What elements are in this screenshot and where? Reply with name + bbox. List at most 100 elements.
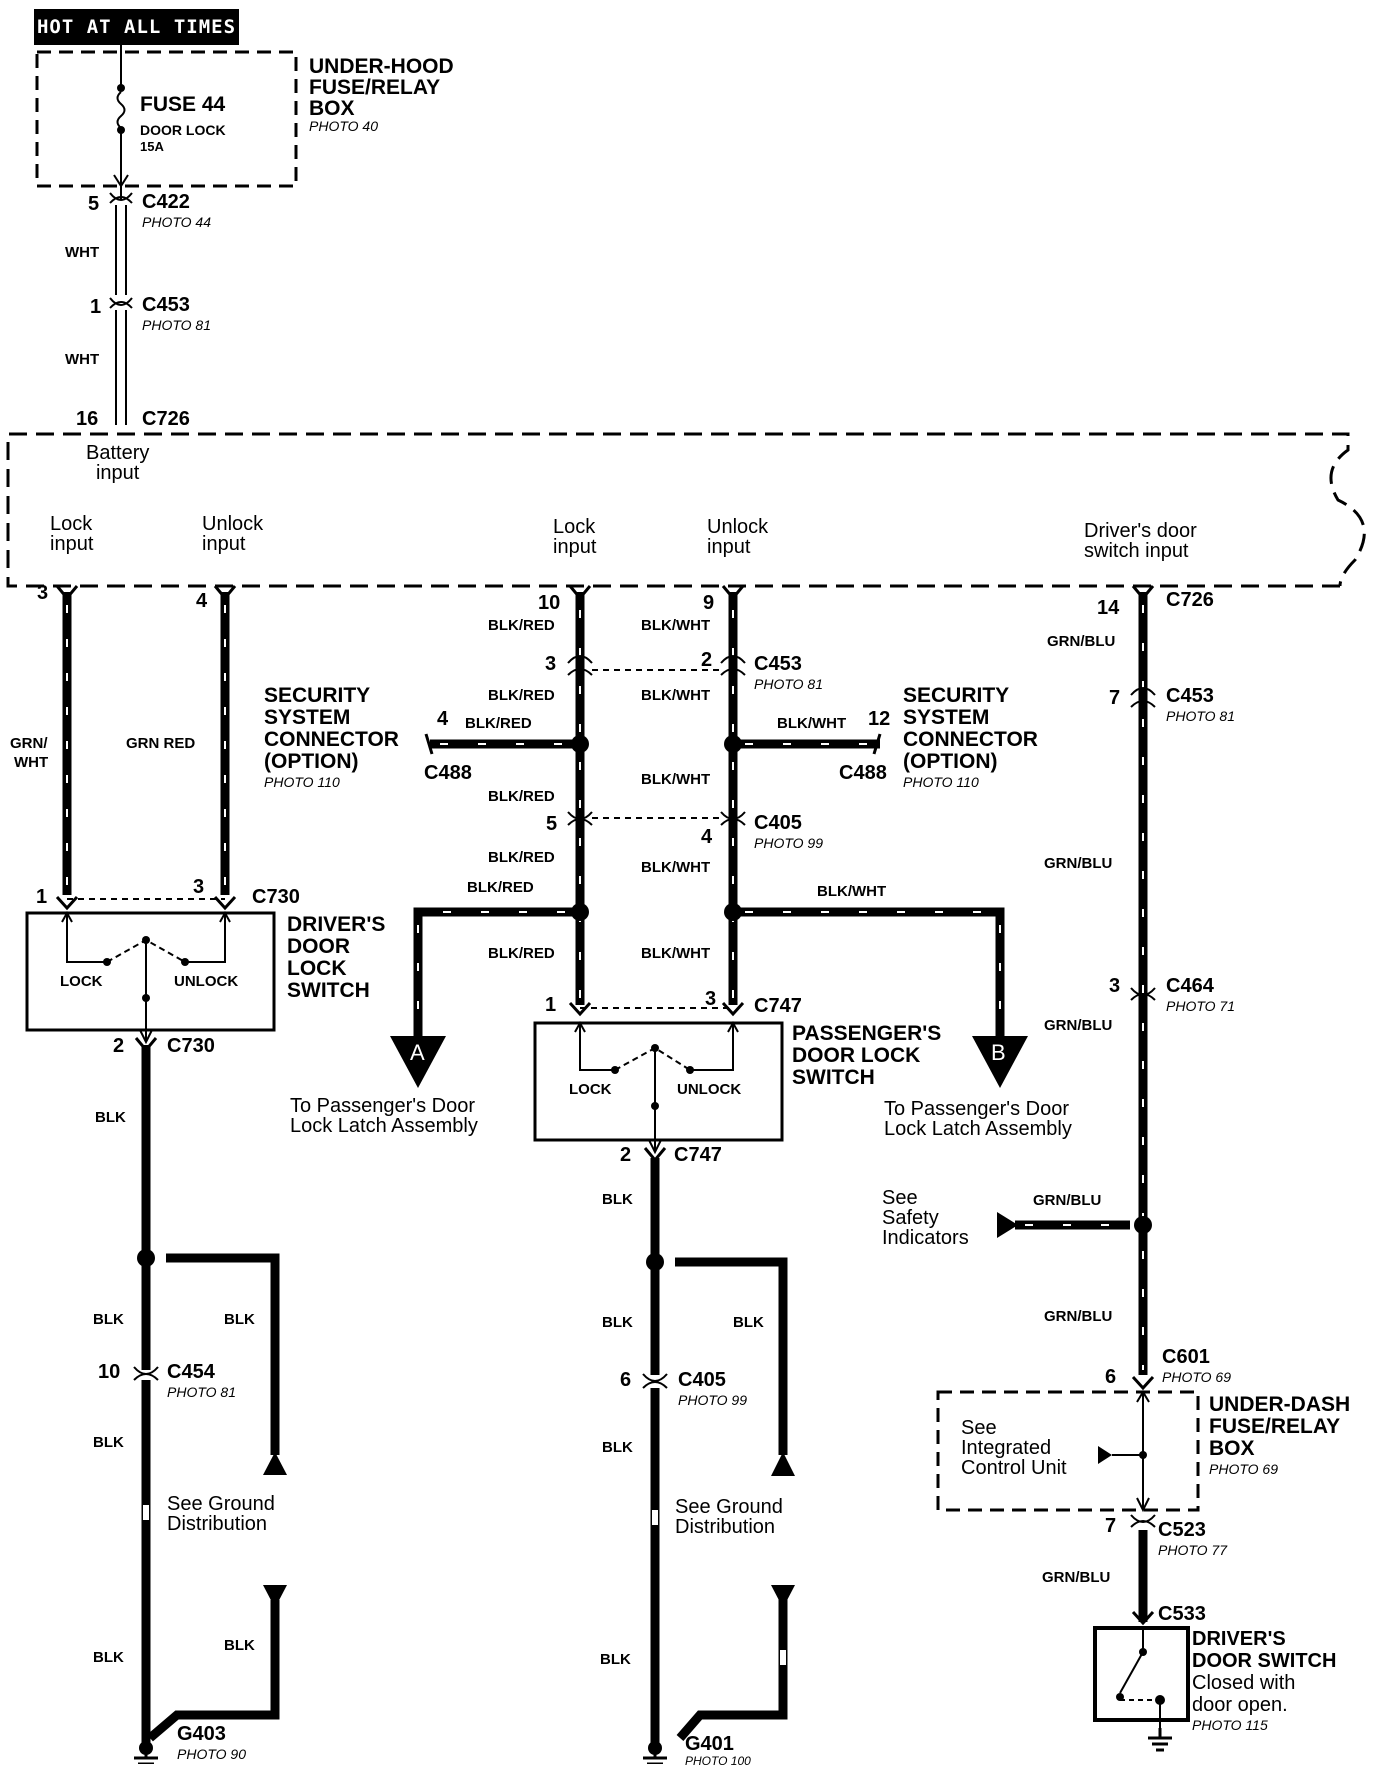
connector-c405	[567, 811, 746, 826]
wire-color-label: BLK/RED	[488, 687, 555, 704]
pin-label: 5	[88, 193, 100, 215]
connector-c405b	[642, 1373, 668, 1389]
photo-ref: PHOTO 99	[754, 835, 823, 851]
wire-color-label: WHT	[65, 244, 100, 261]
ground-arrow-down	[263, 1585, 287, 1608]
pin-label: 2	[701, 649, 713, 671]
connector-label: C730	[167, 1035, 215, 1057]
wire-color-label: BLK	[93, 1434, 124, 1451]
wire-color-label: BLK/WHT	[641, 771, 711, 788]
pin-label: 10	[538, 592, 561, 614]
pin-label: 7	[1109, 687, 1121, 709]
wire-color-label: GRN/BLU	[1044, 1308, 1113, 1325]
pin-label: 6	[620, 1369, 632, 1391]
wire-color-label: BLK	[602, 1191, 633, 1208]
connector-label: C453	[1166, 685, 1214, 707]
pin-label: 3	[193, 876, 205, 898]
pin-label: 16	[76, 408, 99, 430]
pin-label: 4	[701, 826, 713, 848]
wire-color-label: BLK/RED	[488, 617, 555, 634]
wire-color-label: GRN/BLU	[1042, 1569, 1111, 1586]
wire-color-label: BLK	[602, 1439, 633, 1456]
wire-color-label: BLK/WHT	[641, 687, 711, 704]
pin-label: 9	[703, 592, 715, 614]
safety-arrow	[997, 1212, 1018, 1238]
photo-ref: PHOTO 81	[754, 676, 823, 692]
ground-label-g401: G401	[685, 1733, 734, 1755]
connector-c453-top	[109, 297, 133, 309]
wire-color-label: GRN/WHT	[10, 735, 49, 771]
wire-color-label: BLK/RED	[488, 945, 555, 962]
wire-blk-passenger-branch	[675, 1257, 788, 1455]
driver-door-lock-switch-box	[25, 911, 276, 1032]
wire-color-label: BLK/RED	[488, 788, 555, 805]
photo-ref: PHOTO 81	[142, 317, 211, 333]
wire-to-b	[733, 907, 1005, 1040]
pin-label: 3	[545, 653, 557, 675]
connector-c464	[1130, 987, 1156, 1001]
lock-position-label: LOCK	[569, 1081, 612, 1098]
wire-color-label: WHT	[65, 351, 100, 368]
pin-label: 4	[437, 708, 449, 730]
connector-label: C726	[142, 408, 190, 430]
connector-label: C488	[424, 762, 472, 784]
wire-color-label: BLK/RED	[488, 849, 555, 866]
wire-color-label: BLK/RED	[467, 879, 534, 896]
wire-color-label: GRN/BLU	[1047, 633, 1116, 650]
wire-color-label: GRN/BLU	[1044, 855, 1113, 872]
pin-label: 10	[98, 1361, 121, 1383]
connector-label: C405	[678, 1369, 726, 1391]
photo-ref: PHOTO 71	[1166, 998, 1235, 1014]
connector-label: C747	[754, 995, 802, 1017]
arrow-a-label: A	[410, 1040, 425, 1065]
photo-ref: PHOTO 90	[177, 1746, 246, 1762]
hot-at-all-times-label: HOT AT ALL TIMES	[34, 9, 239, 45]
pin-label: 14	[1097, 597, 1120, 619]
wire-color-label: GRN/BLU	[1033, 1192, 1102, 1209]
connector-c454	[133, 1366, 159, 1381]
connector-c453-right	[1130, 687, 1156, 708]
photo-ref: PHOTO 99	[678, 1392, 747, 1408]
connector-label: C523	[1158, 1519, 1206, 1541]
ground-symbol-door-switch	[1146, 1726, 1174, 1752]
photo-ref: PHOTO 81	[167, 1384, 236, 1400]
ground-symbol-g401	[641, 1746, 669, 1764]
photo-ref: PHOTO 44	[142, 214, 211, 230]
wire-color-label: GRN RED	[126, 735, 196, 752]
wire-color-label: BLK/WHT	[641, 859, 711, 876]
underdash-fuse-box	[936, 1390, 1200, 1512]
pin-label: 3	[1109, 975, 1121, 997]
pin-label: 1	[36, 886, 48, 908]
control-unit-box	[6, 432, 1366, 588]
fuse-label: FUSE 44	[140, 93, 226, 116]
wire-color-label: BLK	[95, 1109, 126, 1126]
connector-c523	[1130, 1514, 1156, 1528]
wire-color-label: BLK/RED	[465, 715, 532, 732]
wire-color-label: BLK	[93, 1649, 124, 1666]
connector-label: C454	[167, 1361, 215, 1383]
connector-label: C488	[839, 762, 887, 784]
photo-ref: PHOTO 77	[1158, 1542, 1227, 1558]
wire-color-label: BLK/WHT	[817, 883, 887, 900]
connector-label: C601	[1162, 1346, 1210, 1368]
wire-color-label: BLK	[93, 1311, 124, 1328]
driver-door-switch-box	[1093, 1626, 1190, 1722]
connector-label: C464	[1166, 975, 1214, 997]
fuse-rating: 15A	[140, 139, 164, 154]
pin-label: 4	[196, 590, 208, 612]
connector-label: C453	[754, 653, 802, 675]
wire-color-label: GRN/BLU	[1044, 1017, 1113, 1034]
